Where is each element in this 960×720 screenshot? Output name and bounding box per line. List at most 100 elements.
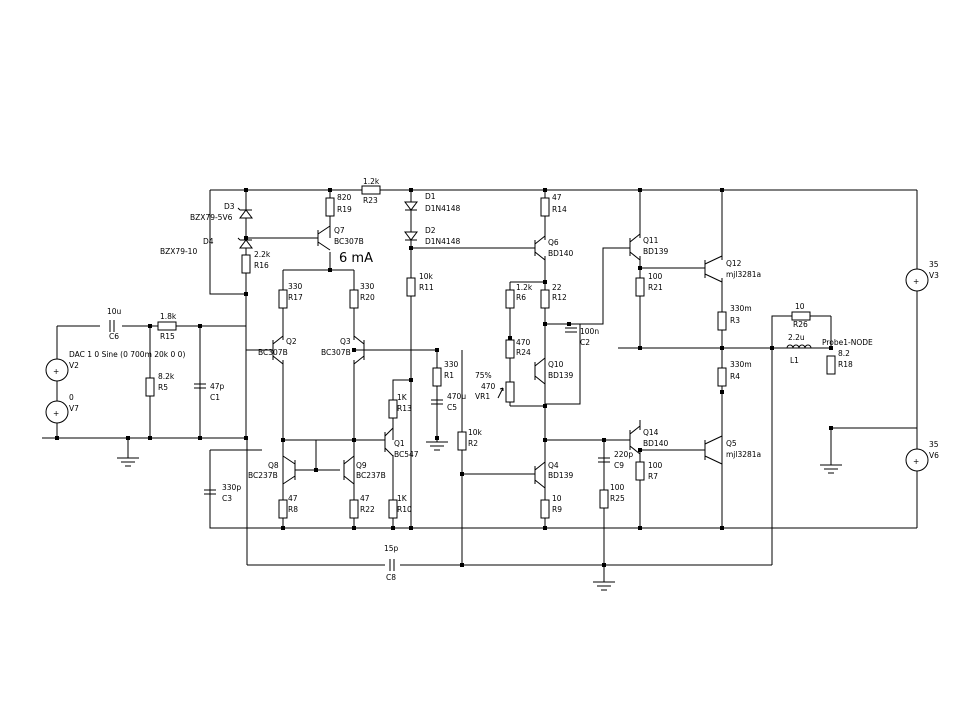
label-R12-ref: R12 [552, 293, 567, 302]
label-C9-value: 220p [614, 450, 633, 459]
label-V7-value: 0 [69, 393, 74, 402]
label-C1-ref: C1 [210, 393, 220, 402]
label-V3-ref: V3 [929, 271, 939, 280]
label-VR1-value: 470 [481, 382, 496, 391]
label-R14-ref: R14 [552, 205, 567, 214]
label-Q1-ref: Q1 [394, 439, 405, 448]
label-D2-ref: D2 [425, 226, 436, 235]
ground-symbol [593, 565, 615, 591]
label-D3-value: BZX79-5V6 [190, 213, 233, 222]
diode-D1 [404, 201, 418, 211]
resistor-R22 [349, 499, 359, 519]
transistor-Q5 [704, 435, 723, 465]
transistor-Q12 [704, 255, 723, 283]
label-Q10-value: BD139 [548, 371, 573, 380]
resistor-R2 [457, 431, 467, 451]
label-Q11-value: BD139 [643, 247, 668, 256]
label-R11-value: 10k [419, 272, 434, 281]
label-R18-ref: R18 [838, 360, 853, 369]
resistor-R5 [145, 377, 155, 397]
label-R14-value: 47 [552, 193, 562, 202]
label-C3-ref: C3 [222, 494, 232, 503]
label-Q5-value: mjl3281a [726, 450, 761, 459]
capacitor-C2 [565, 327, 577, 333]
label-R18-value: 8.2 [838, 349, 850, 358]
transistor-Q7 [317, 225, 331, 251]
label-R26-value: 10 [795, 302, 805, 311]
capacitor-C6 [109, 320, 115, 332]
label-R23-value: 1.2k [363, 177, 380, 186]
resistor-R25 [599, 489, 609, 509]
resistor-R26 [791, 311, 811, 321]
resistor-R16 [241, 254, 251, 274]
label-V6-ref: V6 [929, 451, 939, 460]
label-V2-ref: V2 [69, 361, 79, 370]
label-R1-ref: R1 [444, 371, 454, 380]
label-probe: Probe1-NODE [822, 338, 873, 347]
label-Q4-value: BD139 [548, 471, 573, 480]
label-C5-ref: C5 [447, 403, 457, 412]
label-Q11-ref: Q11 [643, 236, 659, 245]
source-V6: + [905, 448, 929, 472]
label-Q10-ref: Q10 [548, 360, 564, 369]
source-V3: + [905, 268, 929, 292]
label-R10-ref: R10 [397, 505, 412, 514]
label-R4-value: 330m [730, 360, 752, 369]
label-Q3-ref: Q3 [340, 337, 351, 346]
label-R7-ref: R7 [648, 472, 658, 481]
label-R20-value: 330 [360, 282, 375, 291]
transistor-Q4 [534, 461, 546, 489]
source-V2: + [45, 358, 69, 382]
label-Q2-ref: Q2 [286, 337, 297, 346]
label-R15-value: 1.8k [160, 312, 177, 321]
label-R13-value: 1K [397, 393, 408, 402]
label-R16-value: 2.2k [254, 250, 271, 259]
capacitor-C9 [598, 457, 610, 463]
label-C8-value: 15p [384, 544, 399, 553]
label-R21-ref: R21 [648, 283, 663, 292]
label-R26-ref: R26 [793, 320, 808, 329]
label-Q3-value: BC307B [321, 348, 351, 357]
label-R20-ref: R20 [360, 293, 375, 302]
label-R22-ref: R22 [360, 505, 375, 514]
label-R8-ref: R8 [288, 505, 298, 514]
inductor-L1 [786, 344, 812, 349]
label-R5-ref: R5 [158, 383, 168, 392]
label-R17-value: 330 [288, 282, 303, 291]
label-C6-ref: C6 [109, 332, 119, 341]
ground-symbol [117, 438, 139, 467]
label-V6-value: 35 [929, 440, 939, 449]
resistor-R6 [505, 289, 515, 309]
resistor-R12 [540, 289, 550, 309]
label-D1-ref: D1 [425, 192, 436, 201]
resistor-R23 [361, 185, 381, 195]
label-D4-value: BZX79-10 [160, 247, 197, 256]
svg-text:+: + [53, 367, 59, 376]
label-Q2-value: BC307B [258, 348, 288, 357]
label-R13-ref: R13 [397, 404, 412, 413]
label-Q4-ref: Q4 [548, 461, 559, 470]
svg-text:+: + [913, 277, 919, 286]
resistor-R24 [505, 339, 515, 359]
label-C2-value: 100n [580, 327, 599, 336]
label-R10-value: 1K [397, 494, 408, 503]
label-Q9-ref: Q9 [356, 461, 367, 470]
label-R19-value: 820 [337, 193, 352, 202]
label-C3-value: 330p [222, 483, 241, 492]
label-R17-ref: R17 [288, 293, 303, 302]
component-labels: 820 R19 1.2k R23 D1 D1N4148 47 R14 D3 BZ… [69, 177, 939, 582]
label-R19-ref: R19 [337, 205, 352, 214]
resistor-R9 [540, 499, 550, 519]
label-Q12-value: mjl3281a [726, 270, 761, 279]
transistor-Q9 [343, 455, 355, 485]
diode-D2 [404, 231, 418, 241]
resistor-R4 [717, 367, 727, 387]
resistor-R7 [635, 461, 645, 481]
label-R9-ref: R9 [552, 505, 562, 514]
resistor-R19 [325, 197, 335, 217]
label-Q6-value: BD140 [548, 249, 573, 258]
label-L1-ref: L1 [790, 356, 799, 365]
transistor-Q8 [282, 455, 296, 485]
transistor-Q14 [629, 425, 641, 455]
